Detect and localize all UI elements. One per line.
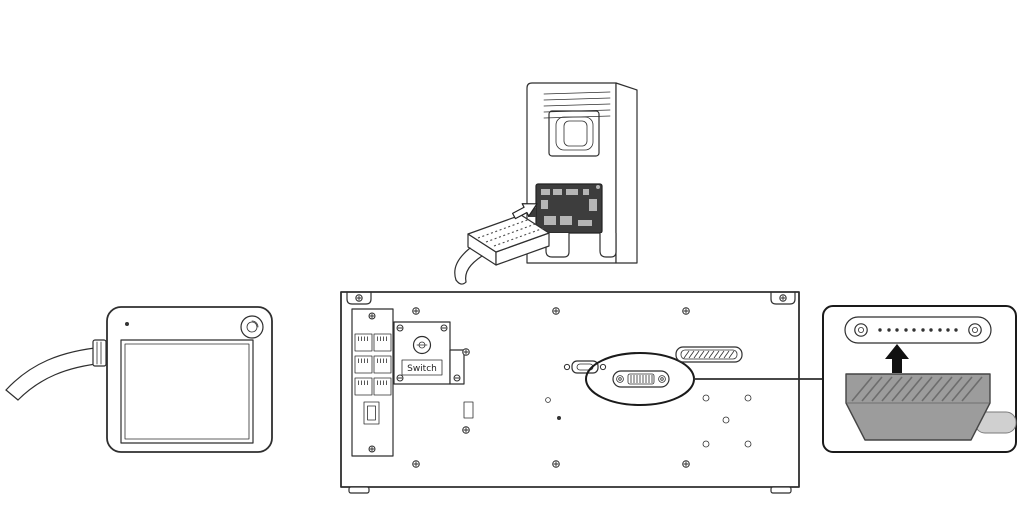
tower-side-face xyxy=(615,82,638,264)
parallel-port-hatch xyxy=(683,350,735,359)
dsub-pins xyxy=(878,328,958,332)
pendant-indicator-led xyxy=(125,322,129,326)
plug-cable xyxy=(454,247,483,285)
detail-connector-grip-hatch xyxy=(851,376,983,402)
top-left-bracket xyxy=(346,291,372,305)
pendant-device xyxy=(5,306,273,453)
usb-port xyxy=(363,401,380,425)
switch-module: Switch xyxy=(393,321,465,385)
vga-port xyxy=(563,360,607,374)
panel-foot-left xyxy=(348,486,370,494)
port-cover xyxy=(548,110,600,157)
cable-strain-relief xyxy=(92,339,107,367)
panel-screws xyxy=(412,307,690,468)
pendant-screen xyxy=(120,339,254,444)
insert-direction-arrow-icon xyxy=(885,344,909,373)
rear-panel-plate xyxy=(340,291,800,488)
insert-arrow-icon xyxy=(511,203,538,220)
switch-label: Switch xyxy=(407,364,437,374)
tower-device xyxy=(454,82,638,285)
small-component xyxy=(463,401,474,419)
detail-connector xyxy=(845,373,991,441)
power-plug xyxy=(454,214,550,285)
connector-block-ports xyxy=(537,185,600,232)
connector-block xyxy=(528,183,603,234)
rear-panel: Switch xyxy=(340,291,824,494)
plug-texture xyxy=(477,218,545,247)
connector-block-tab xyxy=(528,208,536,217)
rotary-switch xyxy=(412,335,432,355)
serial-port xyxy=(612,370,670,388)
top-right-bracket xyxy=(770,291,796,305)
detail-connector-body xyxy=(845,373,991,441)
pendant-screen-inner xyxy=(124,343,250,440)
vent-holes xyxy=(545,394,752,448)
pendant-cable xyxy=(5,339,107,401)
pendant-body xyxy=(106,306,273,453)
switch-label-plate xyxy=(401,359,443,376)
ethernet-jacks xyxy=(354,333,392,396)
ethernet-port-column xyxy=(351,308,394,457)
serial-port-pins xyxy=(630,375,653,383)
panel-foot-right xyxy=(770,486,792,494)
tower-feet xyxy=(545,233,617,258)
dsub-port-face xyxy=(844,316,992,344)
parallel-port xyxy=(675,346,743,363)
pendant-button xyxy=(240,315,264,339)
detail-callout xyxy=(822,305,1017,453)
